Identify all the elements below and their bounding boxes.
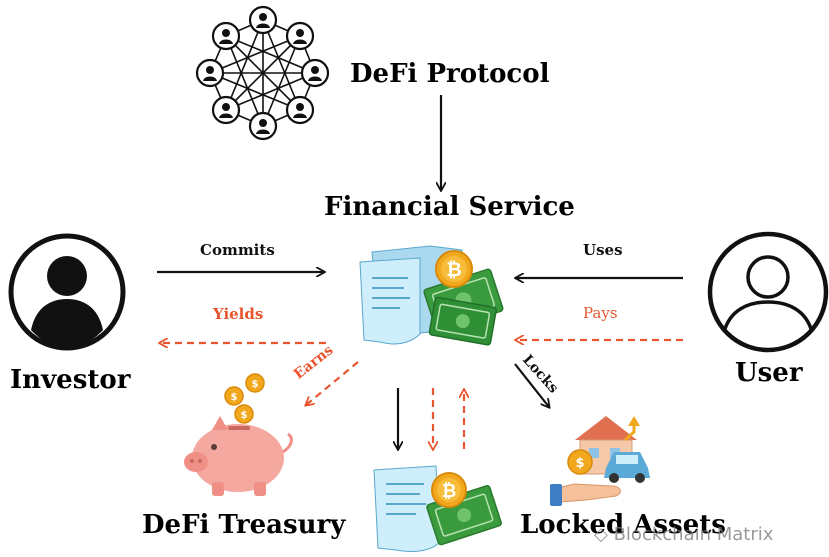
house-car-hand-icon: $ xyxy=(550,416,650,506)
network-node-head xyxy=(222,103,230,111)
watermark-logo-icon: ◇ xyxy=(594,524,614,545)
arrow-locks xyxy=(514,363,549,407)
document-money-icon: ₿ xyxy=(373,465,502,552)
network-node-head xyxy=(206,66,214,74)
network-node-body xyxy=(203,76,217,81)
network-node-head xyxy=(311,66,319,74)
network-node-body xyxy=(256,129,270,134)
investor-avatar-icon xyxy=(8,233,126,351)
watermark: ◇ Blockchain Matrix xyxy=(594,524,773,545)
svg-text:₿: ₿ xyxy=(442,481,457,502)
network-node-body xyxy=(219,39,233,44)
network-node-head xyxy=(296,103,304,111)
svg-text:$: $ xyxy=(241,410,248,421)
network-node-body xyxy=(256,23,270,28)
bitcoin-coin-icon: ₿ xyxy=(435,250,473,288)
edge-label-yields: Yields xyxy=(213,305,264,323)
treasury-label: DeFi Treasury xyxy=(142,510,346,540)
edge-label-uses: Uses xyxy=(583,241,623,259)
bitcoin-coin-icon: ₿ xyxy=(431,472,467,508)
edge-label-commits: Commits xyxy=(200,241,275,259)
network-node-body xyxy=(308,76,322,81)
svg-text:$: $ xyxy=(575,456,584,471)
svg-text:$: $ xyxy=(252,379,259,390)
watermark-text: Blockchain Matrix xyxy=(613,524,774,545)
network-node-body xyxy=(293,113,307,118)
network-node-head xyxy=(259,13,267,21)
investor-label: Investor xyxy=(10,365,131,395)
network-node-head xyxy=(296,29,304,37)
service-label: Financial Service xyxy=(324,192,575,222)
network-node-head xyxy=(222,29,230,37)
user-avatar-icon xyxy=(707,231,829,353)
network-icon xyxy=(195,5,330,141)
network-node-head xyxy=(259,119,267,127)
edge-label-pays: Pays xyxy=(583,304,618,322)
document-money-icon: ₿ xyxy=(359,245,504,346)
network-node-body xyxy=(219,113,233,118)
protocol-label: DeFi Protocol xyxy=(350,59,550,89)
network-node-body xyxy=(293,39,307,44)
user-label: User xyxy=(735,358,803,388)
piggy-bank-icon: $ $ $ xyxy=(184,373,293,496)
svg-text:$: $ xyxy=(231,392,238,403)
locked-label: Locked Assets xyxy=(520,510,726,540)
svg-text:₿: ₿ xyxy=(446,259,461,281)
